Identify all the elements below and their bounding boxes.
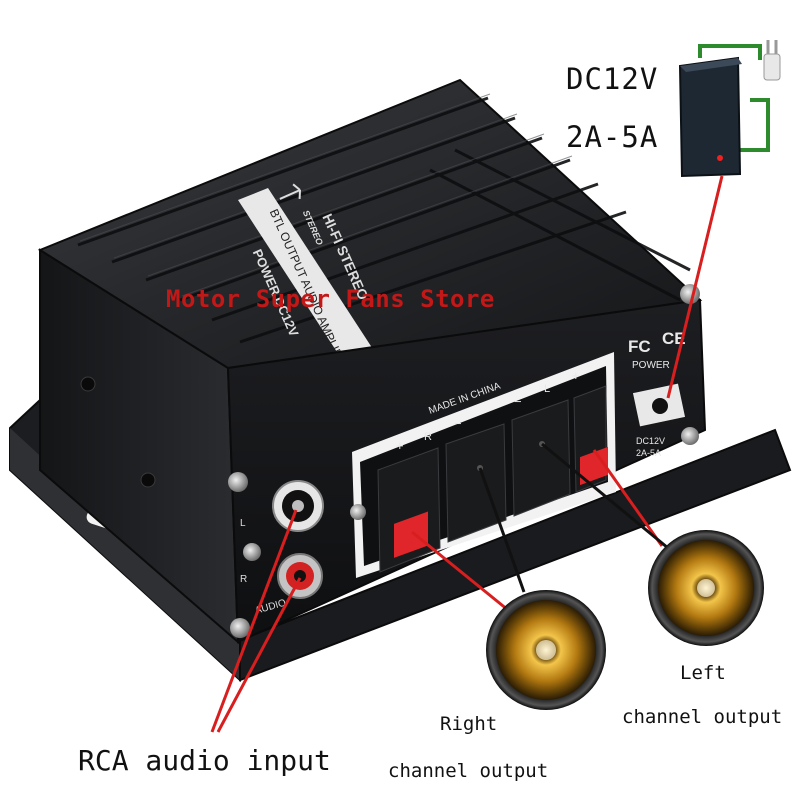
callout-lines bbox=[210, 175, 724, 733]
rca-l-label: L bbox=[240, 518, 246, 529]
terminal-r-minus[interactable] bbox=[445, 423, 507, 543]
power-voltage-callout: DC12V bbox=[566, 62, 659, 96]
rca-input-callout: RCA audio input bbox=[78, 744, 331, 777]
right-channel-callout-line2: channel output bbox=[388, 760, 549, 782]
minus-l-label: − bbox=[514, 394, 522, 409]
fc-mark: FC bbox=[628, 337, 651, 356]
rca-jack-icon[interactable] bbox=[272, 480, 324, 532]
screw-icon bbox=[228, 284, 700, 638]
channel-l-label: L bbox=[544, 383, 550, 395]
right-channel-callout-line1: Right bbox=[440, 713, 498, 735]
terminal-l-plus[interactable] bbox=[573, 385, 608, 493]
store-watermark: Motor Super Fans Store bbox=[166, 285, 495, 313]
antenna-logo-icon bbox=[279, 183, 301, 200]
channel-r-label: R bbox=[424, 431, 432, 443]
rca-jack-icon[interactable] bbox=[277, 553, 323, 599]
left-channel-callout-line2: channel output bbox=[622, 706, 783, 728]
speaker-terminals bbox=[377, 385, 608, 573]
dc-jack-label-2: 2A-5A bbox=[636, 448, 661, 458]
speaker-icon bbox=[648, 530, 764, 646]
rca-r-label: R bbox=[240, 574, 247, 585]
ce-mark: CE bbox=[662, 329, 686, 348]
speaker-wires bbox=[478, 442, 669, 593]
power-current-callout: 2A-5A bbox=[566, 120, 659, 154]
dc-jack-label-1: DC12V bbox=[636, 436, 665, 446]
plus-l-label: + bbox=[572, 368, 580, 383]
minus-r-label: − bbox=[454, 416, 462, 431]
power-back-label: POWER bbox=[632, 360, 670, 371]
left-channel-callout-line1: Left bbox=[680, 662, 726, 684]
plus-r-label: + bbox=[396, 438, 404, 453]
power-adapter-icon bbox=[678, 40, 781, 178]
speaker-icon bbox=[486, 590, 606, 710]
